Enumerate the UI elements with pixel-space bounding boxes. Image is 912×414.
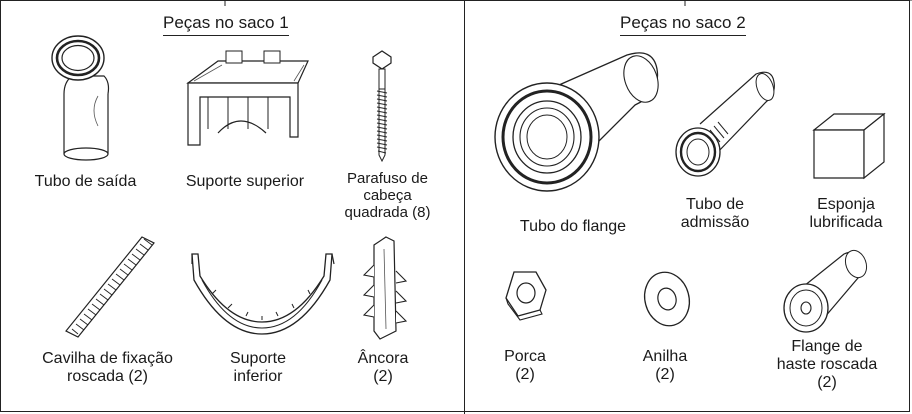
label-nut: Porca (2): [504, 348, 546, 383]
washer-icon: [640, 268, 694, 330]
anchor-icon: [356, 235, 412, 345]
lubricated-sponge-icon: [810, 110, 890, 184]
bag2-title: Peças no saco 2: [620, 13, 746, 36]
outlet-pipe-icon: [38, 30, 138, 166]
label-flange-pipe: Tubo do flange: [519, 218, 627, 235]
label-inlet-pipe: Tubo de admissão: [680, 196, 750, 231]
threaded-rod-flange-icon: [780, 246, 870, 338]
label-anchor: Âncora (2): [357, 350, 409, 385]
bag-divider: [464, 0, 465, 414]
lower-bracket-icon: [188, 250, 338, 340]
inlet-pipe-icon: [672, 66, 782, 180]
top-strip: [0, 0, 912, 8]
square-head-screw-icon: [367, 45, 397, 165]
label-washer: Anilha (2): [642, 348, 688, 383]
flange-pipe-icon: [495, 47, 665, 209]
label-lubricated-sponge: Esponja lubrificada: [809, 196, 883, 231]
bag1-title: Peças no saco 1: [163, 13, 289, 36]
label-threaded-rod: Cavilha de fixação roscada (2): [42, 350, 173, 385]
threaded-rod-icon: [60, 233, 160, 341]
upper-bracket-icon: [178, 47, 314, 157]
label-threaded-rod-flange: Flange de haste roscada (2): [776, 338, 878, 391]
nut-icon: [500, 268, 550, 322]
label-square-head-screw: Parafuso de cabeça quadrada (8): [344, 170, 431, 221]
label-upper-bracket: Suporte superior: [185, 173, 305, 190]
label-outlet-pipe: Tubo de saída: [34, 173, 137, 190]
label-lower-bracket: Suporte inferior: [229, 350, 287, 385]
